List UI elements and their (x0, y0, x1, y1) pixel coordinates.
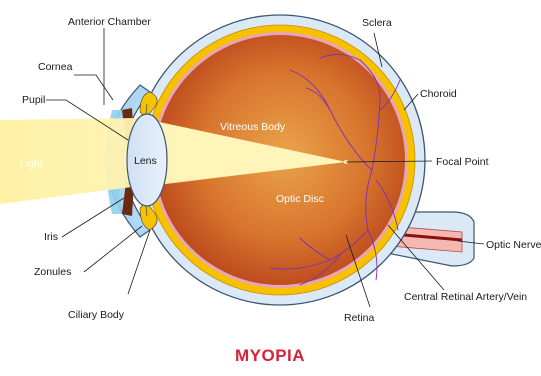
label-cornea: Cornea (38, 61, 73, 73)
label-zonules: Zonules (34, 266, 71, 278)
label-choroid: Choroid (420, 88, 457, 100)
label-lens: Lens (134, 155, 157, 167)
label-sclera: Sclera (362, 17, 392, 29)
label-iris: Iris (44, 231, 58, 243)
label-light: Light (20, 158, 43, 170)
label-ciliary-body: Ciliary Body (68, 309, 125, 321)
diagram-title: MYOPIA (235, 346, 305, 365)
label-optic-disc: Optic Disc (276, 193, 324, 205)
label-focal-point: Focal Point (436, 156, 489, 168)
label-retina: Retina (344, 312, 375, 324)
label-optic-nerve: Optic Nerve (486, 239, 541, 251)
label-anterior-chamber: Anterior Chamber (68, 16, 151, 28)
label-pupil: Pupil (22, 94, 45, 106)
label-vitreous-body: Vitreous Body (220, 121, 286, 133)
label-central-retinal: Central Retinal Artery/Vein (404, 291, 527, 303)
